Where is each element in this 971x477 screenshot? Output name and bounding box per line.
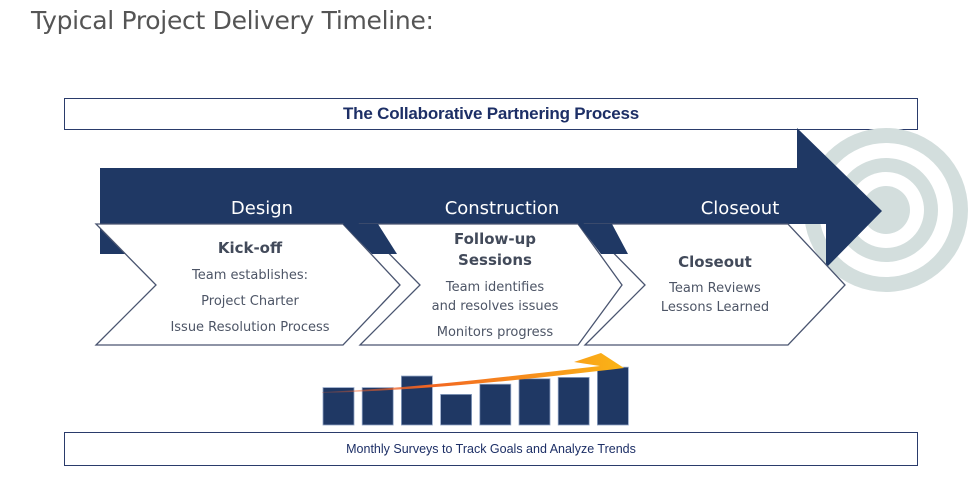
step-title-kickoff: Kick-off [217,239,283,257]
surveys-footer-box: Monthly Surveys to Track Goals and Analy… [64,432,918,466]
phase-label-closeout: Closeout [700,198,780,219]
trend-arrow [322,353,624,393]
survey-bar [322,387,355,426]
chevron-closeout [583,223,846,346]
phase-label-design: Design [230,198,294,219]
step-line: Monitors progress [436,325,554,340]
step-line: Project Charter [201,294,299,309]
survey-bar [361,387,394,426]
timeline-arrow [100,128,882,268]
step-title-sessions: Sessions [458,251,532,269]
target-icon [804,128,968,292]
step-line: Team Reviews [669,281,761,296]
survey-bar [597,366,629,426]
step-line: Issue Resolution Process [170,320,330,335]
survey-bar [557,376,590,426]
step-line: Lessons Learned [660,300,770,315]
page-title: Typical Project Delivery Timeline: [31,6,434,35]
survey-bar [518,378,551,426]
arrow-sliver [578,224,628,254]
survey-bar-chart [322,366,629,426]
surveys-caption: Monthly Surveys to Track Goals and Analy… [346,442,636,456]
arrow-sliver [343,224,397,254]
step-line: and resolves issues [431,299,559,314]
phase-label-construction: Construction [444,198,560,219]
process-header-box: The Collaborative Partnering Process [64,98,918,130]
survey-bar [440,393,473,426]
survey-bar [400,375,433,426]
step-line: Team identifies [445,280,545,295]
process-header-title: The Collaborative Partnering Process [342,104,640,123]
survey-bar [479,383,512,426]
step-title-followup: Follow-up [453,230,537,248]
step-title-closeout: Closeout [678,253,752,271]
step-line: Team establishes: [192,268,308,283]
